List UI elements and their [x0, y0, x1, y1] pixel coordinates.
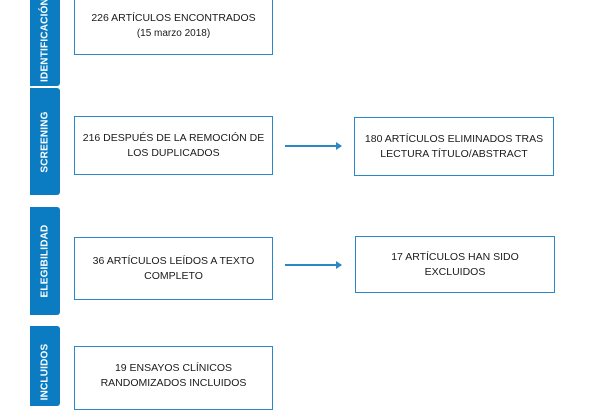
box-after-duplicates-line2: LOS DUPLICADOS — [127, 146, 220, 159]
box-full-text-line1: 36 ARTÍCULOS LEÍDOS A TEXTO — [92, 254, 255, 267]
box-included-line1: 19 ENSAYOS CLÍNICOS — [114, 362, 233, 374]
phase-band-identification: IDENTIFICACIÓN — [30, 0, 60, 86]
box-full-text-line2: COMPLETO — [144, 269, 203, 282]
box-included: 19 ENSAYOS CLÍNICOS RANDOMIZADOS INCLUID… — [74, 346, 273, 410]
phase-band-eligibility: ELEGIBILIDAD — [30, 207, 60, 315]
box-after-duplicates: 216 DESPUÉS DE LA REMOCIÓN DE LOS DUPLIC… — [74, 116, 273, 175]
box-eliminated-line1: 180 ARTÍCULOS ELIMINADOS TRAS — [364, 132, 544, 145]
phase-band-screening: SCREENING — [30, 88, 60, 195]
box-excluded: 17 ARTÍCULOS HAN SIDO EXCLUIDOS — [355, 236, 555, 293]
box-after-duplicates-line1: 216 DESPUÉS DE LA REMOCIÓN DE — [82, 131, 265, 144]
phase-band-included: INCLUIDOS — [30, 326, 60, 406]
box-excluded-line2: EXCLUIDOS — [424, 265, 486, 278]
box-eliminated-line2: LECTURA TÍTULO/ABSTRACT — [380, 147, 528, 160]
phase-label-included: INCLUIDOS — [39, 343, 51, 401]
arrow-eligibility — [285, 261, 342, 268]
phase-label-eligibility: ELEGIBILIDAD — [39, 224, 51, 298]
phase-label-screening: SCREENING — [39, 110, 51, 173]
box-articles-found: 226 ARTÍCULOS ENCONTRADOS (15 marzo 2018… — [74, 0, 273, 55]
phase-label-identification: IDENTIFICACIÓN — [39, 0, 51, 82]
arrow-screening — [285, 142, 342, 149]
box-included-line2: RANDOMIZADOS INCLUIDOS — [100, 377, 247, 389]
box-full-text: 36 ARTÍCULOS LEÍDOS A TEXTO COMPLETO — [74, 237, 273, 300]
box-excluded-line1: 17 ARTÍCULOS HAN SIDO — [391, 250, 519, 263]
box-articles-found-date: (15 marzo 2018) — [136, 27, 211, 39]
box-eliminated: 180 ARTÍCULOS ELIMINADOS TRAS LECTURA TÍ… — [354, 117, 554, 176]
box-articles-found-count: 226 ARTÍCULOS ENCONTRADOS — [91, 11, 256, 24]
